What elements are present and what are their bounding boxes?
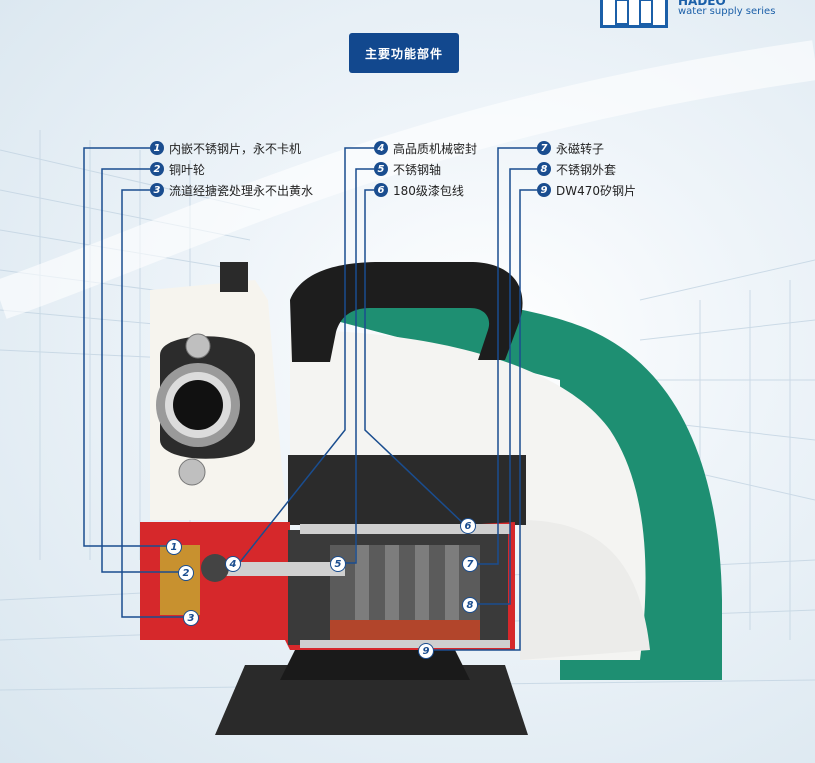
callout-number-icon: 1 — [150, 141, 164, 155]
callout-7: 7 永磁转子 — [537, 140, 604, 156]
section-title: 主要功能部件 — [349, 33, 459, 73]
pump-handle — [290, 262, 523, 362]
callout-text: 流道经搪瓷处理永不出黄水 — [169, 183, 314, 198]
callout-number-icon: 9 — [537, 183, 551, 197]
pump-base — [215, 665, 528, 735]
callout-5: 5 不锈钢轴 — [374, 161, 441, 177]
callout-text: 铜叶轮 — [169, 162, 206, 177]
callout-4: 4 高品质机械密封 — [374, 140, 477, 156]
callout-9: 9 DW470矽钢片 — [537, 182, 636, 198]
marker-8: 8 — [462, 597, 478, 613]
marker-2: 2 — [178, 565, 194, 581]
marker-3: 3 — [183, 610, 199, 626]
callout-number-icon: 3 — [150, 183, 164, 197]
brand-tagline: water supply series — [678, 6, 776, 17]
marker-4: 4 — [225, 556, 241, 572]
callout-text: 高品质机械密封 — [393, 141, 478, 156]
marker-1: 1 — [166, 539, 182, 555]
marker-7: 7 — [462, 556, 478, 572]
callout-number-icon: 8 — [537, 162, 551, 176]
callout-text: 不锈钢外套 — [556, 162, 617, 177]
marker-5: 5 — [330, 556, 346, 572]
callout-text: 永磁转子 — [556, 141, 605, 156]
callout-text: 不锈钢轴 — [393, 162, 442, 177]
marker-6: 6 — [460, 518, 476, 534]
callout-3: 3 流道经搪瓷处理永不出黄水 — [150, 182, 313, 198]
callout-text: 内嵌不锈钢片，永不卡机 — [169, 141, 302, 156]
callout-number-icon: 5 — [374, 162, 388, 176]
marker-9: 9 — [418, 643, 434, 659]
callout-text: DW470矽钢片 — [556, 183, 637, 198]
callout-number-icon: 6 — [374, 183, 388, 197]
brand-logo: HADEO water supply series — [600, 0, 815, 30]
brand-name: HADEO — [678, 0, 726, 8]
callout-number-icon: 7 — [537, 141, 551, 155]
callout-number-icon: 4 — [374, 141, 388, 155]
callout-text: 180级漆包线 — [393, 183, 464, 198]
callout-number-icon: 2 — [150, 162, 164, 176]
brand-logo-icon — [600, 0, 668, 28]
callout-2: 2 铜叶轮 — [150, 161, 205, 177]
callout-6: 6 180级漆包线 — [374, 182, 464, 198]
callout-8: 8 不锈钢外套 — [537, 161, 616, 177]
callout-1: 1 内嵌不锈钢片，永不卡机 — [150, 140, 301, 156]
